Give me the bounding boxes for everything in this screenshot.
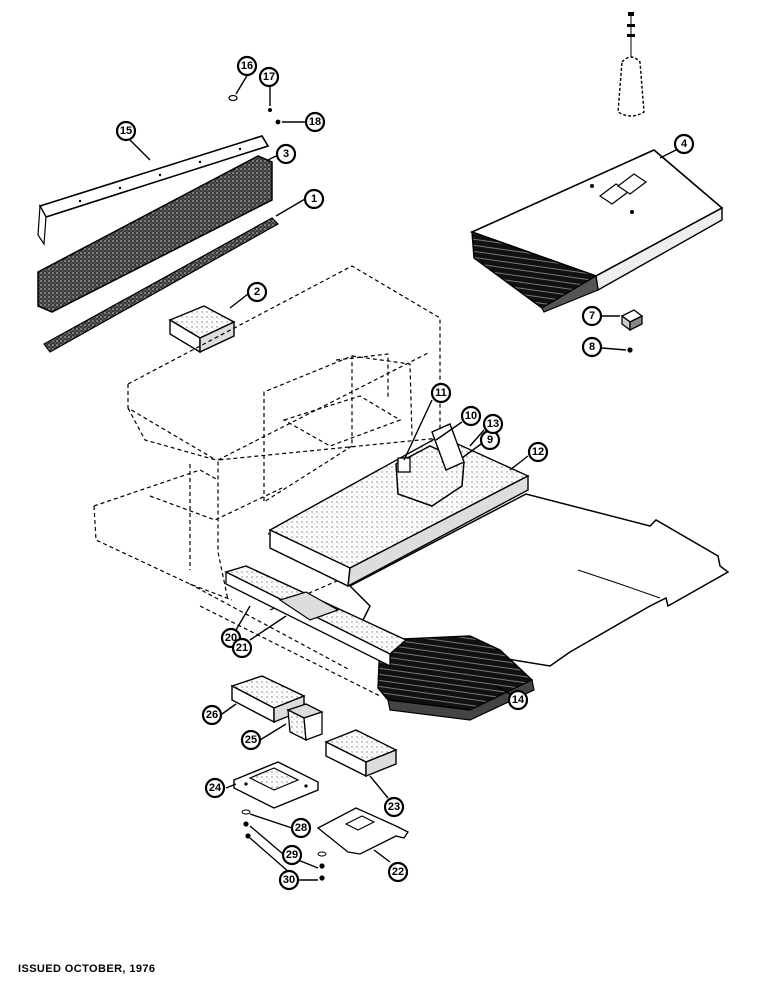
svg-text:2: 2 (254, 286, 260, 298)
svg-text:30: 30 (283, 874, 295, 886)
part-1-seal-strip (43, 217, 279, 353)
callout-2: 2 (246, 281, 268, 303)
callout-26: 26 (201, 704, 223, 726)
callout-29: 29 (281, 844, 303, 866)
part-14-ribbed-mat (377, 635, 535, 721)
part-4-cover-panel (469, 149, 724, 313)
control-lever-knob (617, 12, 645, 117)
svg-text:16: 16 (241, 60, 253, 72)
svg-text:14: 14 (512, 694, 525, 706)
callout-9: 9 (479, 429, 501, 451)
callout-11: 11 (430, 382, 452, 404)
part-8-bolt (627, 347, 633, 353)
callout-30: 30 (278, 869, 300, 891)
svg-text:28: 28 (295, 822, 307, 834)
callout-8: 8 (581, 336, 603, 358)
callout-14: 14 (507, 689, 529, 711)
part-3-foam-block (37, 155, 273, 313)
part-20-21-step (224, 565, 408, 668)
svg-text:23: 23 (388, 801, 400, 813)
part-2-pad (168, 305, 236, 354)
svg-text:22: 22 (392, 866, 404, 878)
svg-text:29: 29 (286, 849, 298, 861)
part-22-bracket-plate (316, 807, 409, 855)
svg-text:3: 3 (283, 148, 289, 160)
issued-date-footer: ISSUED OCTOBER, 1976 (18, 963, 156, 975)
callout-1: 1 (303, 188, 325, 210)
part-7-clip (620, 309, 644, 332)
callout-15: 15 (115, 120, 137, 142)
svg-text:24: 24 (209, 782, 222, 794)
callout-4: 4 (673, 133, 695, 155)
svg-text:25: 25 (245, 734, 257, 746)
svg-text:17: 17 (263, 71, 275, 83)
callout-16: 16 (236, 55, 258, 77)
callout-7: 7 (581, 305, 603, 327)
part-24-plate (233, 761, 319, 809)
callout-10: 10 (460, 405, 482, 427)
callouts: 1 2 3 4 7 8 9 10 11 12 13 14 15 16 17 18… (115, 55, 695, 891)
part-23-block (324, 729, 398, 778)
hardware-16-17-18 (228, 94, 281, 125)
washers-28-29-30 (241, 809, 327, 881)
svg-text:1: 1 (311, 193, 317, 205)
svg-text:11: 11 (435, 387, 447, 399)
callout-22: 22 (387, 861, 409, 883)
callout-13: 13 (482, 413, 504, 435)
svg-text:21: 21 (236, 642, 248, 654)
svg-text:15: 15 (120, 125, 132, 137)
part-25-block (286, 703, 324, 742)
callout-3: 3 (275, 143, 297, 165)
callout-25: 25 (240, 729, 262, 751)
callout-21: 21 (231, 637, 253, 659)
callout-28: 28 (290, 817, 312, 839)
svg-text:7: 7 (589, 310, 595, 322)
svg-text:18: 18 (309, 116, 321, 128)
svg-text:8: 8 (589, 341, 595, 353)
svg-text:10: 10 (465, 410, 477, 422)
svg-text:26: 26 (206, 709, 218, 721)
callout-24: 24 (204, 777, 226, 799)
cab-frame-outline (93, 265, 441, 697)
part-15-strip (37, 135, 270, 246)
svg-text:4: 4 (681, 138, 688, 150)
svg-text:12: 12 (532, 446, 544, 458)
callout-12: 12 (527, 441, 549, 463)
callout-23: 23 (383, 796, 405, 818)
callout-17: 17 (258, 66, 280, 88)
svg-text:9: 9 (487, 434, 493, 446)
part-9-11-bracket (395, 423, 465, 507)
svg-text:13: 13 (487, 418, 499, 430)
svg-text:20: 20 (225, 632, 237, 644)
leader-lines (129, 73, 677, 881)
callout-18: 18 (304, 111, 326, 133)
